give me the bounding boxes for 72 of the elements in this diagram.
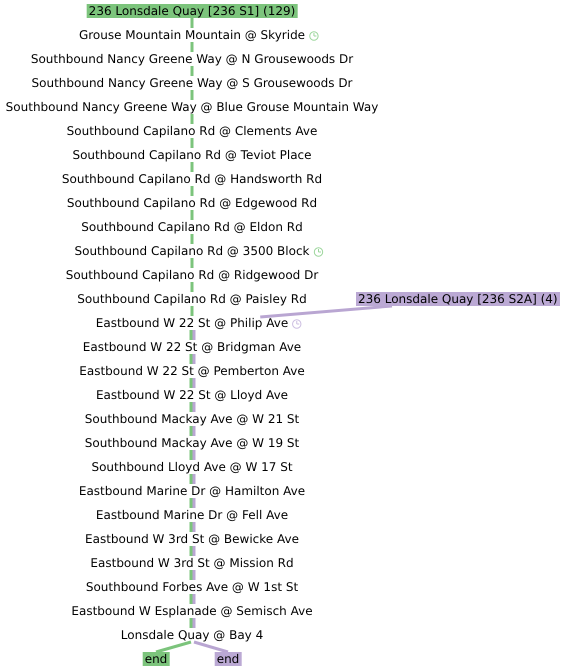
route-line xyxy=(190,450,192,460)
route-line xyxy=(190,306,194,316)
route-line xyxy=(190,282,194,292)
route-line xyxy=(190,498,192,508)
route-line xyxy=(190,354,192,364)
stop-label: Southbound Mackay Ave @ W 21 St xyxy=(84,412,300,426)
route-line xyxy=(190,138,194,148)
route-line xyxy=(190,402,192,412)
route-line xyxy=(192,402,196,412)
end-label: end xyxy=(142,652,170,666)
stop-label: Southbound Capilano Rd @ Handsworth Rd xyxy=(62,172,322,186)
route-line xyxy=(190,594,192,604)
route-line xyxy=(156,640,192,654)
route-line xyxy=(192,330,196,340)
route-line xyxy=(192,498,196,508)
stop-label: Southbound Mackay Ave @ W 19 St xyxy=(84,436,300,450)
route-line xyxy=(192,594,196,604)
route-line xyxy=(190,114,194,124)
stop-label: Eastbound W 22 St @ Pemberton Ave xyxy=(79,364,305,378)
route-line xyxy=(190,186,194,196)
stop-label: Grouse Mountain Mountain @ Skyride xyxy=(78,28,306,42)
stop-label: Southbound Lloyd Ave @ W 17 St xyxy=(91,460,293,474)
stop-label: Eastbound Marine Dr @ Fell Ave xyxy=(96,508,288,522)
route-line xyxy=(194,640,228,654)
route-line xyxy=(190,330,192,340)
stop-label: Southbound Capilano Rd @ Ridgewood Dr xyxy=(66,268,318,282)
stop-label: Southbound Capilano Rd @ Eldon Rd xyxy=(81,220,303,234)
stop-label: Southbound Capilano Rd @ Paisley Rd xyxy=(77,292,307,306)
stop-label: Southbound Nancy Greene Way @ N Grousewoods Dr xyxy=(30,52,354,66)
route-line xyxy=(192,378,196,388)
route-line xyxy=(190,90,194,100)
route-line xyxy=(192,522,196,532)
route-line xyxy=(190,546,192,556)
route-line xyxy=(190,258,194,268)
route-line xyxy=(190,570,192,580)
stop-label: Eastbound Marine Dr @ Hamilton Ave xyxy=(78,484,306,498)
stop-label: Southbound Nancy Greene Way @ S Grousewoods Dr xyxy=(32,76,352,90)
route-line xyxy=(192,354,196,364)
route-label: 236 Lonsdale Quay [236 S1] (129) xyxy=(86,4,298,18)
stop-label: Southbound Capilano Rd @ Teviot Place xyxy=(72,148,312,162)
route-line xyxy=(192,426,196,436)
route-line xyxy=(190,618,192,628)
route-line xyxy=(190,426,192,436)
route-line xyxy=(190,234,194,244)
route-line xyxy=(190,42,194,52)
route-line xyxy=(260,304,392,318)
route-label: 236 Lonsdale Quay [236 S2A] (4) xyxy=(356,292,560,306)
stop-label: Southbound Nancy Greene Way @ Blue Grouse Mountain Way xyxy=(6,100,378,114)
route-line xyxy=(190,66,194,76)
stop-label: Southbound Forbes Ave @ W 1st St xyxy=(86,580,298,594)
stop-label: Eastbound W Esplanade @ Semisch Ave xyxy=(71,604,313,618)
stop-label: Eastbound W 22 St @ Philip Ave xyxy=(96,316,288,330)
route-line xyxy=(192,570,196,580)
route-line xyxy=(192,450,196,460)
end-label: end xyxy=(214,652,242,666)
stop-label: Southbound Capilano Rd @ Edgewood Rd xyxy=(66,196,318,210)
route-line xyxy=(190,474,192,484)
route-line xyxy=(192,474,196,484)
stop-label: Southbound Capilano Rd @ Clements Ave xyxy=(66,124,318,138)
stop-label: Southbound Capilano Rd @ 3500 Block xyxy=(74,244,310,258)
route-line xyxy=(192,618,196,628)
stop-label: Lonsdale Quay @ Bay 4 xyxy=(120,628,264,642)
stop-label: Eastbound W 3rd St @ Mission Rd xyxy=(90,556,294,570)
route-line xyxy=(190,210,194,220)
route-line xyxy=(190,522,192,532)
route-line xyxy=(190,378,192,388)
stop-label: Eastbound W 22 St @ Bridgman Ave xyxy=(82,340,302,354)
stop-label: Eastbound W 3rd St @ Bewicke Ave xyxy=(85,532,299,546)
route-line xyxy=(190,162,194,172)
stop-label: Eastbound W 22 St @ Lloyd Ave xyxy=(96,388,288,402)
route-line xyxy=(192,546,196,556)
route-line xyxy=(190,18,194,28)
